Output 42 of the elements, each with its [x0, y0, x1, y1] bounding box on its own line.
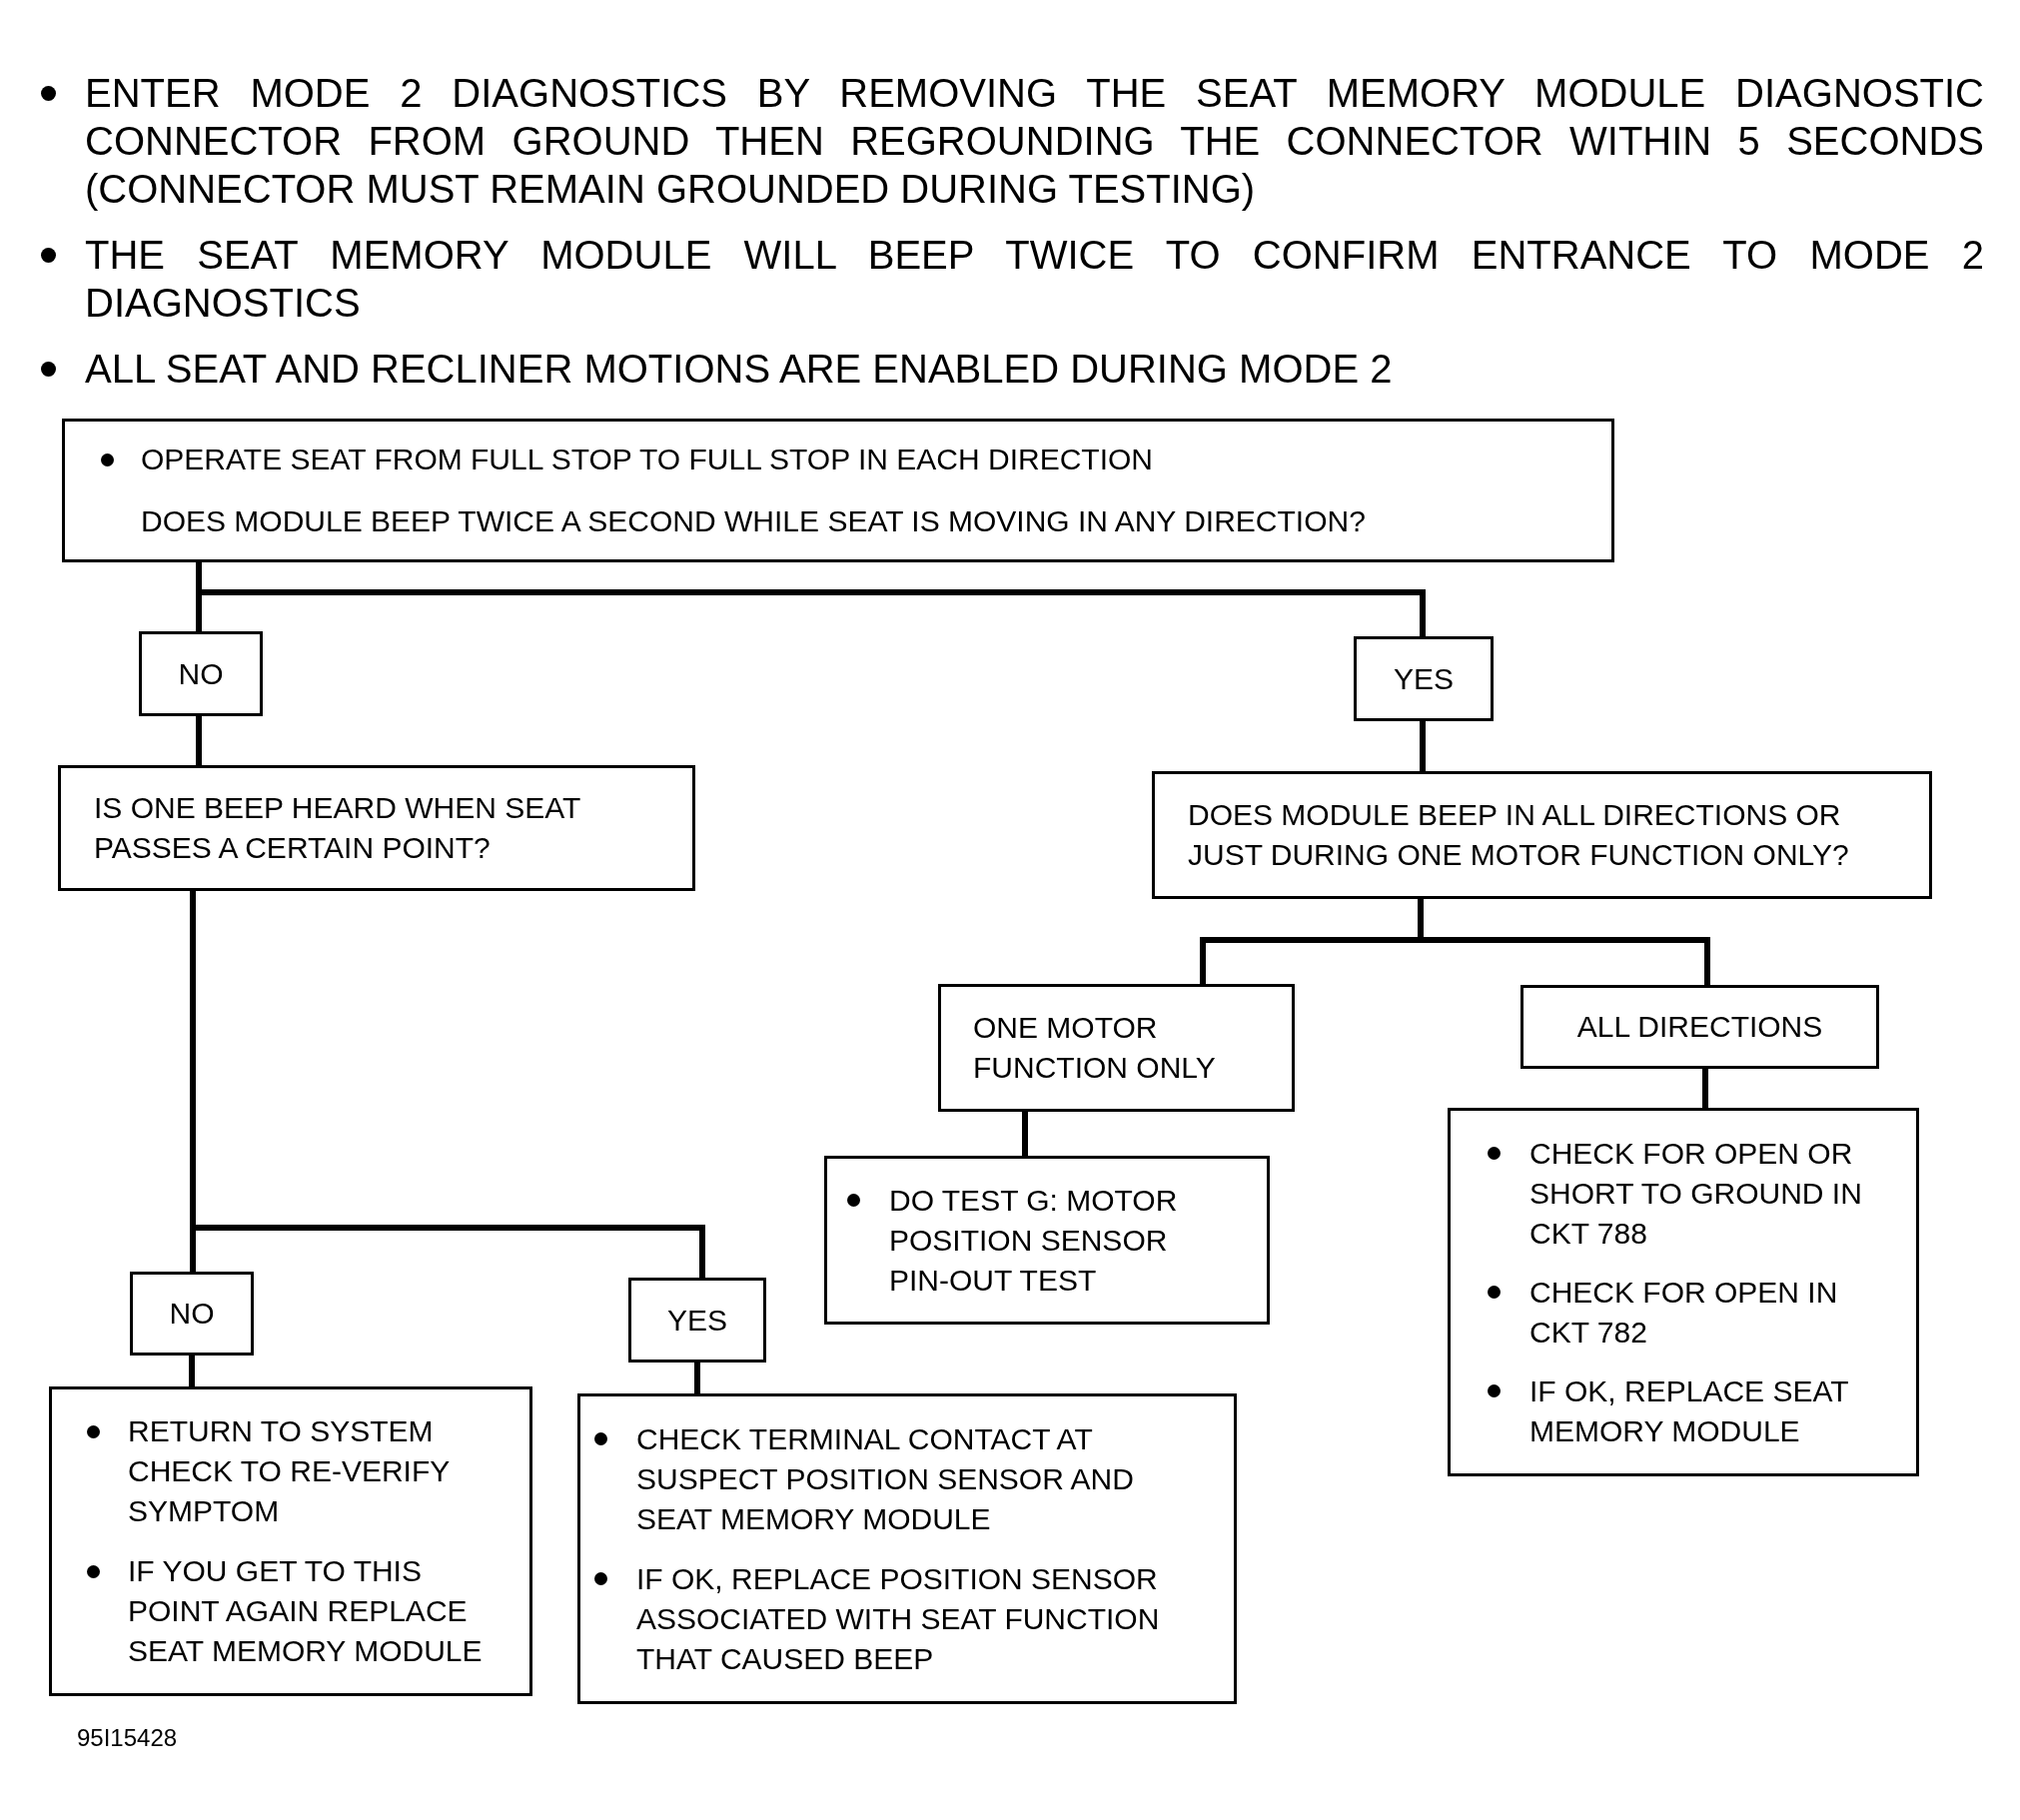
connector-line	[1702, 1069, 1708, 1108]
decision-box	[62, 419, 1614, 562]
connector-line	[1420, 721, 1426, 771]
instruction-text: THE SEAT MEMORY MODULE WILL BEEP TWICE TO CONFIRM ENTRANCE TO MODE 2 DIAGNOSTICS	[85, 232, 1984, 327]
branch-label: YES	[667, 1302, 727, 1339]
instruction-text: ALL SEAT AND RECLINER MOTIONS ARE ENABLED DURING MODE 2	[85, 346, 1394, 393]
connector-line	[1022, 1112, 1028, 1156]
action-box	[577, 1393, 1237, 1704]
branch-label: YES	[1394, 660, 1454, 697]
instruction-text: RETURN TO SYSTEM CHECK TO RE-VERIFY SYMPTOM	[128, 1413, 451, 1529]
branch-label: NO	[169, 1296, 215, 1332]
decision-box	[58, 765, 695, 891]
question-text: DOES MODULE BEEP IN ALL DIRECTIONS OR JUST DURING ONE MOTOR FUNCTION ONLY?	[1188, 797, 1850, 873]
decision-box	[1152, 771, 1932, 899]
condition-box	[938, 984, 1295, 1112]
connector-line	[196, 716, 202, 765]
question-text: IS ONE BEEP HEARD WHEN SEAT PASSES A CERTAIN POINT?	[94, 790, 581, 866]
action-box	[1448, 1108, 1919, 1476]
connector-line	[189, 1356, 195, 1386]
branch-label-box	[628, 1278, 766, 1363]
connector-line	[1418, 899, 1710, 985]
instruction-text: IF OK, REPLACE POSITION SENSOR ASSOCIATED WITH SEAT FUNCTION THAT CAUSED BEEP	[636, 1560, 1161, 1677]
instruction-text: IF OK, REPLACE SEAT MEMORY MODULE	[1529, 1372, 1849, 1449]
instruction-text: DO TEST G: MOTOR POSITION SENSOR PIN-OUT TEST	[889, 1182, 1179, 1299]
figure-number: 95I15428	[77, 1724, 178, 1752]
condition-text: ALL DIRECTIONS	[1576, 1009, 1823, 1045]
action-box	[824, 1156, 1270, 1325]
branch-label-box	[130, 1272, 254, 1356]
instruction-text: CHECK FOR OPEN IN CKT 782	[1529, 1274, 1839, 1351]
branch-label-box	[1354, 636, 1494, 721]
instruction-text: OPERATE SEAT FROM FULL STOP TO FULL STOP IN EACH DIRECTION	[141, 442, 1153, 477]
condition-text: ONE MOTOR FUNCTION ONLY	[973, 1010, 1217, 1086]
branch-label-box	[139, 631, 263, 716]
instruction-text: CHECK TERMINAL CONTACT AT SUSPECT POSITION SENSOR AND SEAT MEMORY MODULE	[636, 1420, 1135, 1537]
instruction-text: CHECK FOR OPEN OR SHORT TO GROUND IN CKT 788	[1529, 1135, 1863, 1252]
branch-label: NO	[178, 655, 224, 692]
condition-box	[1520, 985, 1879, 1069]
instruction-text: ENTER MODE 2 DIAGNOSTICS BY REMOVING THE SEAT MEMORY MODULE DIAGNOSTIC CONNECTOR FROM GROUND THEN REGROUNDING THE CONNECTOR WITHIN 5 SECONDS (CONNECTOR MUST REMAIN GROUNDED DURING TESTING)	[85, 70, 1984, 213]
connector-line	[694, 1363, 700, 1393]
action-box	[49, 1386, 532, 1696]
question-text: DOES MODULE BEEP TWICE A SECOND WHILE SEAT IS MOVING IN ANY DIRECTION?	[141, 503, 1366, 539]
instruction-text: IF YOU GET TO THIS POINT AGAIN REPLACE SEAT MEMORY MODULE	[128, 1553, 484, 1669]
